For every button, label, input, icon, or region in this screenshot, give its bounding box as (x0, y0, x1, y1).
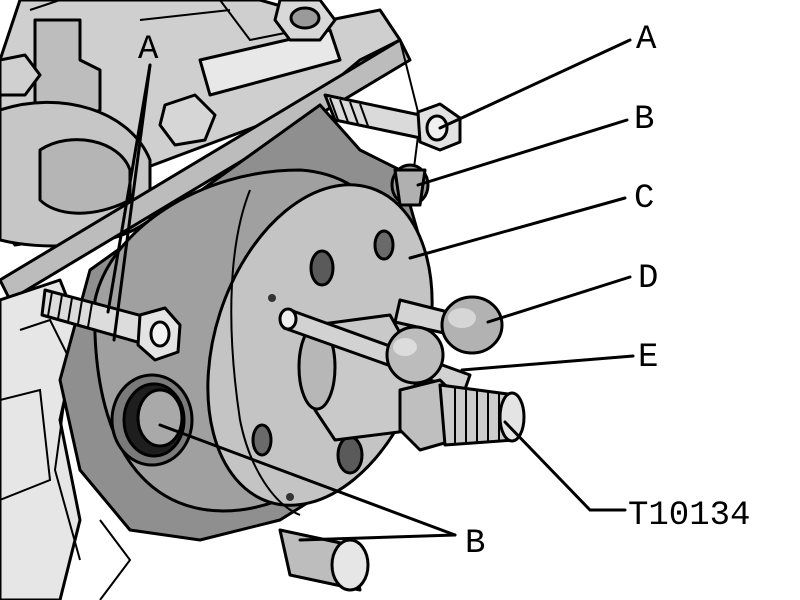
label-c: C (634, 180, 654, 218)
label-tool-number: T10134 (628, 497, 750, 535)
label-e: E (638, 339, 658, 377)
locating-pin-b-lower (99, 373, 370, 600)
label-a-right: A (636, 21, 657, 59)
spindle-assembly (278, 295, 526, 452)
engine-block (0, 0, 422, 600)
callout-labels: A A B C D E T10134 B (138, 21, 750, 563)
label-d: D (638, 260, 658, 298)
label-a-left: A (138, 31, 159, 69)
leader-lines (106, 38, 635, 542)
bolt-a-left (40, 288, 182, 362)
label-b-upper: B (634, 101, 654, 139)
label-b-lower: B (465, 525, 485, 563)
locating-pin-b-upper (390, 163, 430, 207)
